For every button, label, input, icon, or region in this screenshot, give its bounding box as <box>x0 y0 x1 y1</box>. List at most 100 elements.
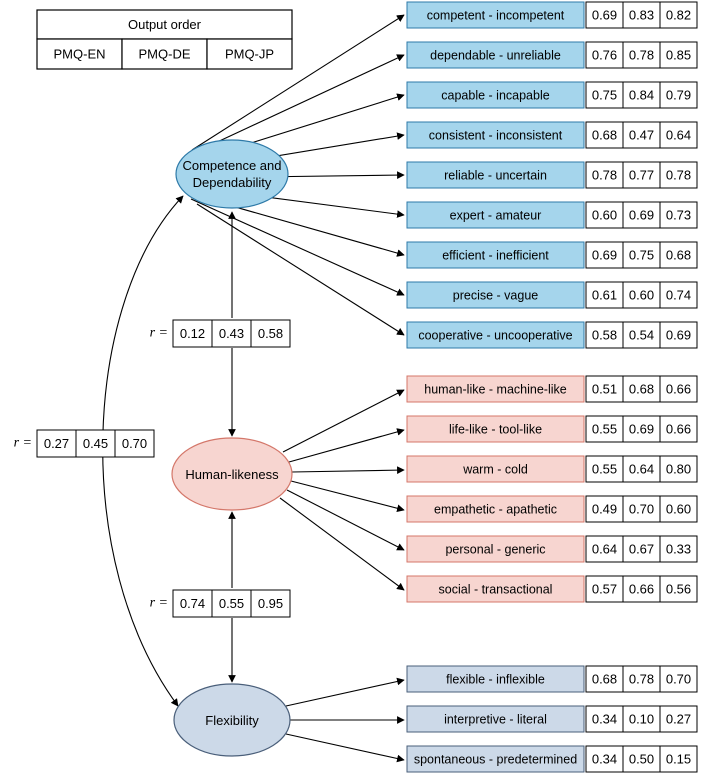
loading-value-0: 0.78 <box>592 167 617 182</box>
loading-edge-flexibility-0 <box>285 677 405 707</box>
indicator-box[interactable] <box>406 705 585 733</box>
loading-value-1: 0.60 <box>629 287 654 302</box>
correlation-value-1: 0.43 <box>219 326 244 341</box>
loading-value-1: 0.83 <box>629 7 654 22</box>
indicator-label: flexible - inflexible <box>446 672 545 686</box>
loading-value-cell-0 <box>585 1 624 29</box>
factor-ellipse-flexibility[interactable] <box>173 683 291 757</box>
indicator-label: life-like - tool-like <box>449 422 542 436</box>
indicator-box[interactable] <box>406 81 585 109</box>
correlation-value-0: 0.12 <box>180 326 205 341</box>
loading-value-2: 0.74 <box>666 287 691 302</box>
correlation-value-2: 0.95 <box>258 596 283 611</box>
indicator-box[interactable] <box>406 495 585 523</box>
legend-col-label-2: PMQ-JP <box>225 46 274 61</box>
correlation-cell-0 <box>172 319 213 348</box>
loading-value-cell-1 <box>622 665 661 693</box>
loading-value-cell-1 <box>622 375 661 403</box>
factor-ellipse-competence[interactable] <box>175 139 289 209</box>
indicator-label: competent - incompetent <box>427 8 565 22</box>
loading-value-cell-2 <box>659 81 698 109</box>
indicator-label: reliable - uncertain <box>444 168 547 182</box>
factor-label-human-likeness-line1: Human-likeness <box>185 467 279 482</box>
loading-edge-human-likeness-1 <box>288 428 405 463</box>
loading-value-cell-2 <box>659 495 698 523</box>
loading-value-2: 0.78 <box>666 167 691 182</box>
indicator-box[interactable] <box>406 241 585 269</box>
indicator-label: spontaneous - predetermined <box>414 752 577 766</box>
loading-value-0: 0.60 <box>592 207 617 222</box>
factor-label-flexibility-line1: Flexibility <box>205 713 259 728</box>
factor-ellipse-human-likeness[interactable] <box>171 437 293 511</box>
indicator-box[interactable] <box>406 575 585 603</box>
indicator-box[interactable] <box>406 665 585 693</box>
correlation-value-0: 0.27 <box>44 436 69 451</box>
indicator-row: reliable - uncertain 0.78 0.77 0.78 <box>406 161 698 189</box>
indicator-box[interactable] <box>406 1 585 29</box>
loading-value-2: 0.27 <box>666 711 691 726</box>
loading-value-1: 0.69 <box>629 421 654 436</box>
loading-value-1: 0.47 <box>629 127 654 142</box>
correlation-value-0: 0.74 <box>180 596 205 611</box>
factor-label-competence-line1: Competence and <box>182 158 281 173</box>
loading-value-cell-2 <box>659 281 698 309</box>
indicator-box[interactable] <box>406 415 585 443</box>
correlation-cell-1 <box>211 319 252 348</box>
loading-value-0: 0.69 <box>592 247 617 262</box>
indicator-box[interactable] <box>406 375 585 403</box>
correlation-cell-0 <box>172 589 213 618</box>
loading-value-cell-2 <box>659 665 698 693</box>
loading-value-0: 0.69 <box>592 7 617 22</box>
indicator-label: warm - cold <box>462 462 528 476</box>
loading-value-cell-1 <box>622 81 661 109</box>
loading-value-0: 0.61 <box>592 287 617 302</box>
indicator-box[interactable] <box>406 161 585 189</box>
loading-value-cell-1 <box>622 455 661 483</box>
indicator-box[interactable] <box>406 201 585 229</box>
loading-value-cell-1 <box>622 495 661 523</box>
indicator-box[interactable] <box>406 535 585 563</box>
loading-value-cell-0 <box>585 705 624 733</box>
loading-value-cell-1 <box>622 41 661 69</box>
loading-value-cell-2 <box>659 745 698 773</box>
loading-edge-human-likeness-3 <box>290 480 405 513</box>
indicator-box[interactable] <box>406 41 585 69</box>
loading-edge-human-likeness-2 <box>291 466 405 474</box>
indicator-label: empathetic - apathetic <box>434 502 557 516</box>
loading-edge-human-likeness-0 <box>282 389 405 453</box>
loading-value-cell-0 <box>585 121 624 149</box>
loading-edges <box>178 14 405 763</box>
loading-value-1: 0.78 <box>629 671 654 686</box>
loading-value-cell-2 <box>659 705 698 733</box>
loading-value-0: 0.34 <box>592 751 617 766</box>
loading-value-1: 0.77 <box>629 167 654 182</box>
factor-node-flexibility[interactable]: Flexibility <box>173 683 291 757</box>
indicator-box[interactable] <box>406 121 585 149</box>
indicator-box[interactable] <box>406 455 585 483</box>
indicator-box[interactable] <box>406 281 585 309</box>
indicator-box[interactable] <box>406 321 585 349</box>
indicator-label: efficient - inefficient <box>442 248 549 262</box>
legend-col-cell-1 <box>121 38 208 70</box>
loading-value-2: 0.60 <box>666 501 691 516</box>
factor-label-competence-line2: Dependability <box>193 175 272 190</box>
factor-node-competence[interactable]: Competence and Dependability <box>175 139 289 209</box>
factor-node-human-likeness[interactable]: Human-likeness <box>171 437 293 511</box>
loading-value-0: 0.34 <box>592 711 617 726</box>
loading-value-2: 0.79 <box>666 87 691 102</box>
loading-value-cell-2 <box>659 1 698 29</box>
loading-edge-competence-0 <box>191 14 405 151</box>
correlation-prefix: r = <box>150 596 168 611</box>
indicator-box[interactable] <box>406 745 585 773</box>
correlation-cell-1 <box>75 429 116 458</box>
correlation-prefix: r = <box>14 436 32 451</box>
loading-value-0: 0.57 <box>592 581 617 596</box>
